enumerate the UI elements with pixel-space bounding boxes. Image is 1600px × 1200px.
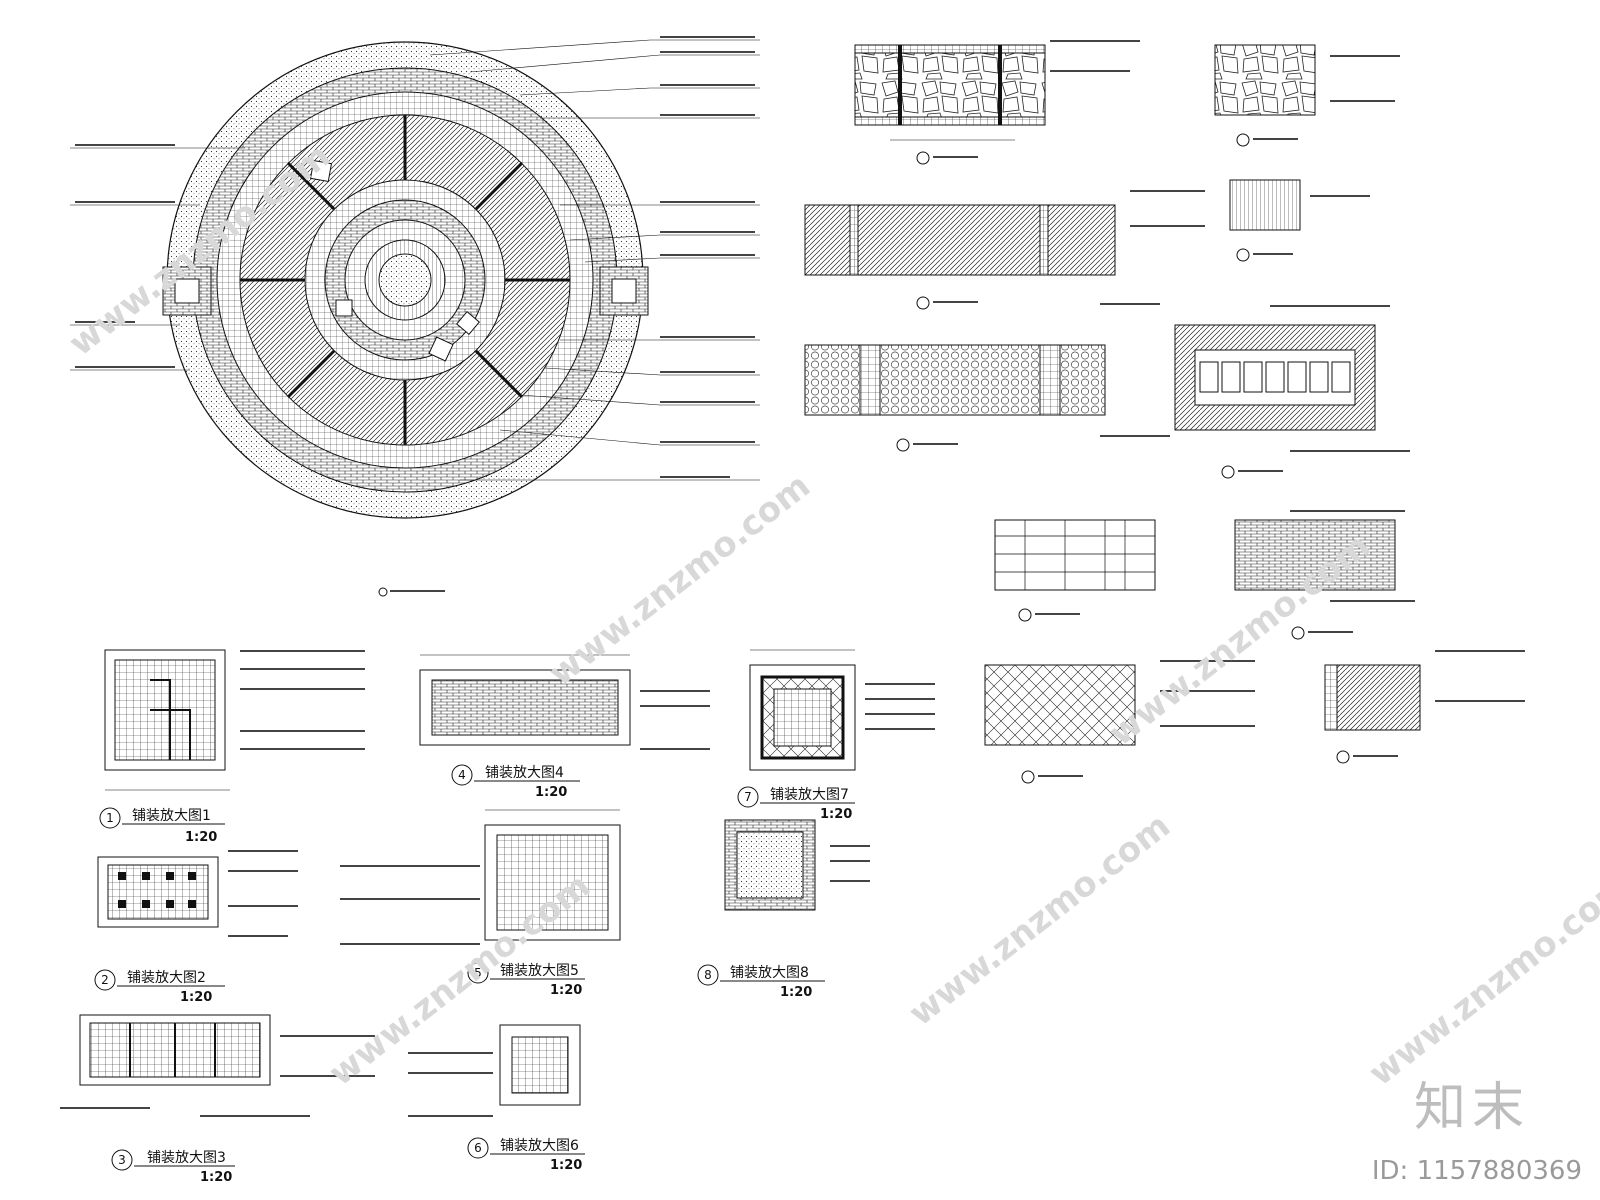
detail-title-3: 铺装放大图3 (147, 1150, 226, 1166)
detail-brick-9 (1234, 510, 1415, 640)
detail-4-drawing (419, 654, 710, 750)
detail-scale-2: 1:20 (180, 990, 212, 1005)
detail-2-drawing (97, 850, 298, 937)
detail-diamond-7 (984, 660, 1255, 784)
detail-herringbone-2 (804, 190, 1205, 310)
detail-num-7: 7 (744, 790, 752, 804)
title-markers (94, 764, 855, 1171)
detail-title-6: 铺装放大图6 (500, 1138, 579, 1154)
detail-hexagon-5 (804, 303, 1170, 452)
detail-8-drawing (724, 819, 870, 911)
detail-num-2: 2 (101, 973, 109, 987)
detail-brick-10 (994, 519, 1156, 622)
detail-border-band-6 (1174, 305, 1410, 479)
detail-scale-7: 1:20 (820, 807, 852, 822)
detail-num-1: 1 (106, 811, 114, 825)
detail-scale-3: 1:20 (200, 1170, 232, 1185)
detail-scale-1: 1:20 (185, 830, 217, 845)
detail-num-8: 8 (704, 968, 712, 982)
watermark-logo: 知末 (1413, 1078, 1530, 1138)
detail-title-2: 铺装放大图2 (127, 970, 206, 986)
detail-stone-3 (1214, 44, 1400, 147)
detail-stone-wall-1 (854, 40, 1140, 165)
detail-7-drawing (749, 649, 935, 771)
detail-6-drawing (408, 1024, 581, 1117)
detail-num-6: 6 (474, 1141, 482, 1155)
detail-1-drawing (104, 649, 365, 791)
watermark-id: ID: 1157880369 (1371, 1156, 1582, 1186)
detail-num-5: 5 (474, 966, 482, 980)
detail-title-5: 铺装放大图5 (500, 963, 579, 979)
detail-3-drawing (60, 1014, 375, 1117)
detail-scale-6: 1:20 (550, 1158, 582, 1173)
detail-5-drawing (340, 809, 621, 945)
detail-scale-4: 1:20 (535, 785, 567, 800)
detail-num-3: 3 (118, 1153, 126, 1167)
detail-title-7: 铺装放大图7 (770, 787, 849, 803)
detail-title-4: 铺装放大图4 (485, 765, 564, 781)
detail-scale-8: 1:20 (780, 985, 812, 1000)
detail-scale-5: 1:20 (550, 983, 582, 998)
detail-title-8: 铺装放大图8 (730, 965, 809, 981)
circular-plaza-plan (70, 36, 760, 597)
detail-herringbone-8 (1324, 650, 1525, 764)
detail-title-1: 铺装放大图1 (132, 808, 211, 824)
detail-num-4: 4 (458, 768, 466, 782)
detail-vertical-lines-4 (1229, 179, 1370, 262)
